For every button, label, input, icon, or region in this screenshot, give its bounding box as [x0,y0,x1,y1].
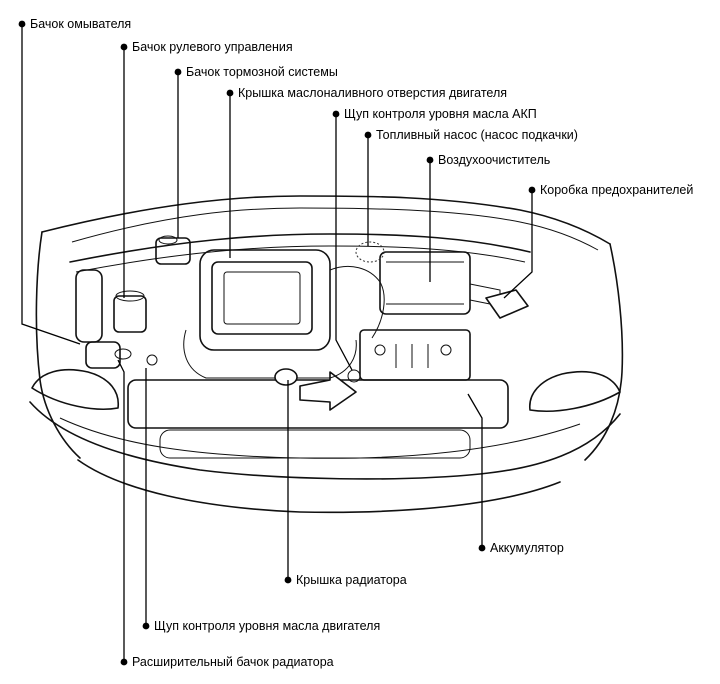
label-fuse-box: Коробка предохранителей [540,183,693,197]
callout-labels: Бачок омывателя Бачок рулевого управлени… [30,17,693,669]
hood-outline [41,195,611,245]
battery-body [359,329,471,381]
leader-fusebox [503,190,533,299]
label-fuel-pump: Топливный насос (насос подкачки) [376,128,578,142]
brake-reservoir-body [155,237,191,265]
air-cleaner-box [379,251,471,315]
engine-cover-inner [211,261,313,335]
label-washer-reservoir: Бачок омывателя [30,17,131,31]
dot-oildipstick [142,622,150,630]
front-bumper [29,401,621,480]
washer-reservoir-body [75,269,103,343]
dot-oilcap [226,89,234,97]
dot-radiatorcap [284,576,292,584]
fuel-pump-area [355,241,385,263]
left-fender [35,231,81,459]
bumper-lower-edge [77,459,561,514]
radiator-support [127,379,509,429]
leader-atf [335,114,353,371]
car-front-illustration [29,195,624,514]
dot-ps [120,43,128,51]
air-cleaner-lid [386,261,464,305]
dot-aircleaner [426,156,434,164]
ps-reservoir-body [113,295,147,333]
leader-battery [467,393,483,548]
label-battery: Аккумулятор [490,541,564,555]
leader-washer [21,24,81,345]
coolant-reservoir-body [85,341,121,369]
label-atf-dipstick: Щуп контроля уровня масла АКП [344,107,537,121]
dot-battery [478,544,486,552]
fuse-box-body [485,289,529,319]
dot-fusebox [528,186,536,194]
leader-dots [18,20,536,666]
brake-reservoir-cap [158,235,178,245]
battery-terminal-left [374,344,386,356]
dot-coolant [120,658,128,666]
battery-cells [395,344,429,368]
label-power-steering-reservoir: Бачок рулевого управления [132,40,293,54]
left-headlight [31,368,119,410]
label-coolant-reservoir: Расширительный бачок радиатора [132,655,334,669]
dot-washer [18,20,26,28]
label-radiator-cap: Крышка радиатора [296,573,407,587]
cowl-panel [69,233,531,263]
intake-manifold [329,266,385,339]
grille-opening [159,429,471,459]
dot-fuelpump [364,131,372,139]
dot-atf [332,110,340,118]
coolant-reservoir-cap [114,348,132,360]
engine-oil-dipstick-ring [146,354,158,366]
atf-dipstick-cap [347,369,361,383]
ps-reservoir-cap [115,290,145,302]
battery-terminal-right [440,344,452,356]
bumper-upper-line [59,417,581,459]
engine-cover [199,249,331,351]
right-headlight [529,370,621,412]
label-engine-oil-dipstick: Щуп контроля уровня масла двигателя [154,619,380,633]
engine-block [183,329,357,379]
radiator-hose [299,371,357,411]
dot-brake [174,68,182,76]
radiator-cap-shape [274,368,298,386]
label-oil-filler-cap: Крышка маслоналивного отверстия двигател… [238,86,507,100]
right-fender [584,243,624,461]
hood-inner-edge [71,207,599,251]
label-brake-reservoir: Бачок тормозной системы [186,65,338,79]
leader-coolant [117,359,125,662]
engine-cover-center [223,271,301,325]
label-air-cleaner: Воздухоочиститель [438,153,550,167]
leader-lines [21,24,533,662]
